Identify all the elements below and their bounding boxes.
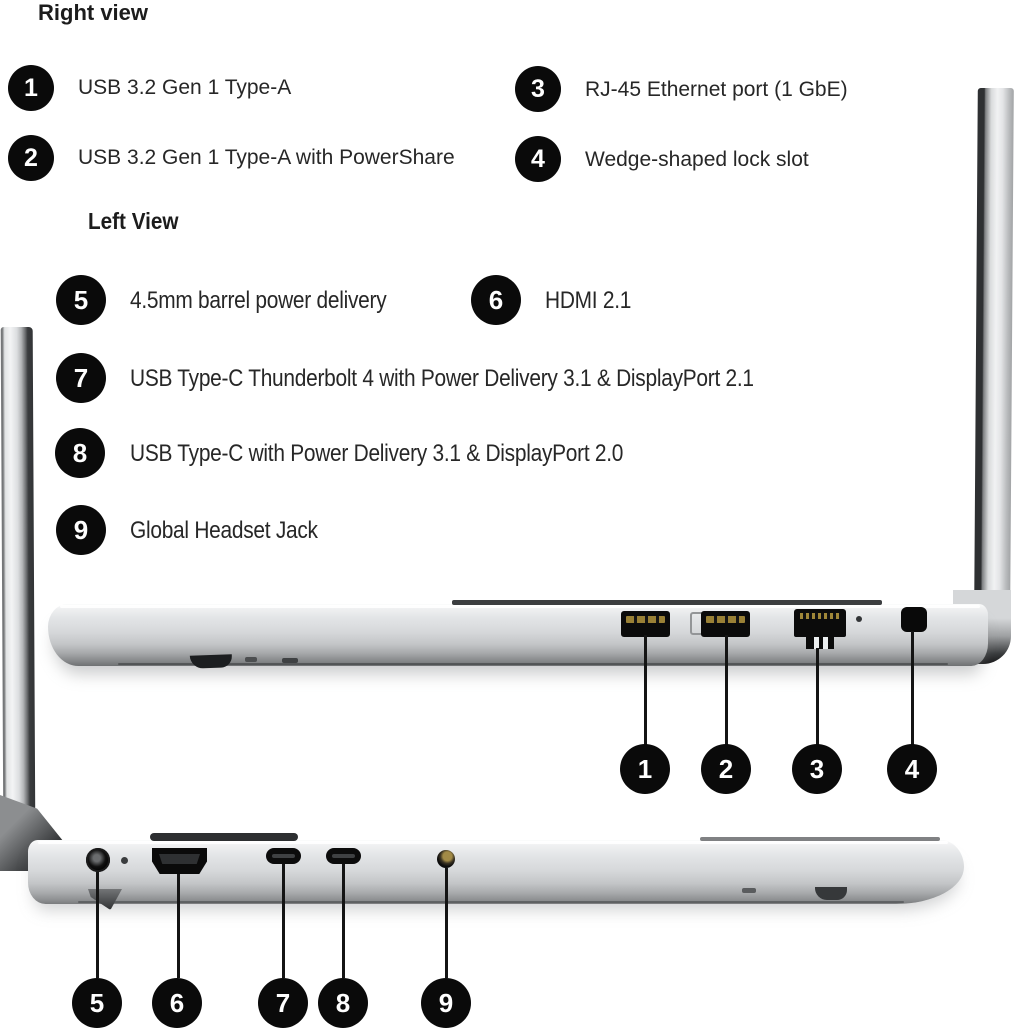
hdmi-port-icon <box>152 848 207 874</box>
left-view-heading: Left View <box>88 208 179 234</box>
legend-label-3: RJ-45 Ethernet port (1 GbE) <box>585 78 848 101</box>
legend-label-2: USB 3.2 Gen 1 Type-A with PowerShare <box>78 146 455 169</box>
ethernet-led-icon <box>856 616 862 622</box>
rubber-foot-icon <box>815 887 847 900</box>
right-view-heading: Right view <box>38 0 149 25</box>
laptop-left-view-screen-edge <box>0 327 36 829</box>
laptop-left-view-deck-edge <box>150 833 298 841</box>
underside-detail <box>742 888 756 893</box>
rubber-foot-icon <box>189 654 233 669</box>
legend-badge-3: 3 <box>515 66 561 112</box>
callout-line-3 <box>816 648 819 745</box>
callout-line-6 <box>177 874 180 978</box>
laptop-left-view-deck-edge <box>700 837 940 841</box>
underside-detail <box>282 658 298 663</box>
legend-label-4: Wedge-shaped lock slot <box>585 148 809 171</box>
laptop-right-view-screen-edge <box>974 88 1014 606</box>
lock-slot-icon <box>901 607 927 632</box>
barrel-power-jack-icon <box>86 848 110 872</box>
legend-badge-5: 5 <box>56 275 106 325</box>
legend-label-8: USB Type-C with Power Delivery 3.1 & Dis… <box>130 440 624 467</box>
callout-badge-9: 9 <box>421 978 471 1028</box>
legend-badge-2: 2 <box>8 135 54 181</box>
callout-badge-8: 8 <box>318 978 368 1028</box>
legend-label-7: USB Type-C Thunderbolt 4 with Power Deli… <box>130 365 754 392</box>
callout-badge-3: 3 <box>792 744 842 794</box>
callout-badge-2: 2 <box>701 744 751 794</box>
callout-badge-5: 5 <box>72 978 122 1028</box>
laptop-right-view-deck-edge <box>452 600 882 605</box>
callout-badge-1: 1 <box>620 744 670 794</box>
legend-badge-9: 9 <box>56 505 106 555</box>
usb-a-port-1-icon <box>621 611 670 637</box>
callout-line-9 <box>445 868 448 978</box>
callout-badge-7: 7 <box>258 978 308 1028</box>
callout-line-1 <box>644 635 647 745</box>
callout-line-8 <box>342 864 345 978</box>
underside-detail <box>245 657 257 662</box>
legend-label-5: 4.5mm barrel power delivery <box>130 287 387 314</box>
legend-label-6: HDMI 2.1 <box>545 287 632 314</box>
legend-badge-6: 6 <box>471 275 521 325</box>
headset-jack-icon <box>437 850 455 868</box>
callout-line-5 <box>96 872 99 978</box>
callout-badge-6: 6 <box>152 978 202 1028</box>
legend-label-9: Global Headset Jack <box>130 517 318 544</box>
callout-line-2 <box>725 635 728 745</box>
legend-badge-7: 7 <box>56 353 106 403</box>
legend-label-1: USB 3.2 Gen 1 Type-A <box>78 76 292 99</box>
rj45-ethernet-port-icon <box>794 609 846 649</box>
legend-badge-1: 1 <box>8 65 54 111</box>
legend-badge-4: 4 <box>515 136 561 182</box>
power-led-icon <box>121 857 128 864</box>
callout-badge-4: 4 <box>887 744 937 794</box>
legend-badge-8: 8 <box>55 428 105 478</box>
callout-line-7 <box>282 864 285 978</box>
callout-line-4 <box>911 631 914 745</box>
usb-a-port-2-icon <box>701 611 750 637</box>
usb-c-port-2-icon <box>326 848 361 864</box>
usb-c-port-1-icon <box>266 848 301 864</box>
